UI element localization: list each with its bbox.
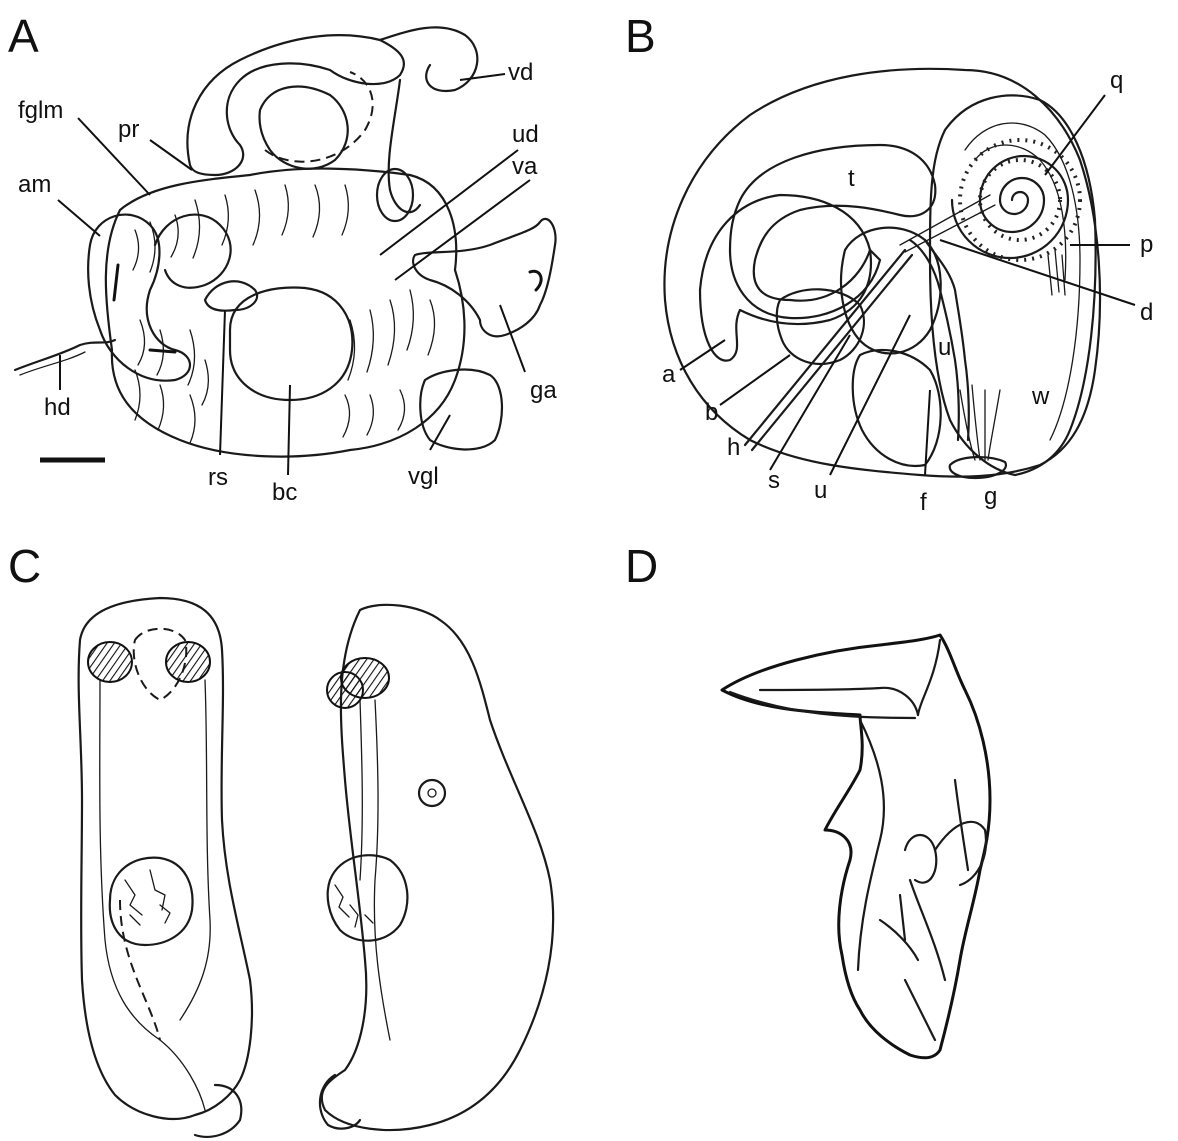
vas-deferens-descending (389, 80, 420, 212)
panel-d: D (625, 540, 990, 1058)
panel-a-labels: vd fglm pr ud va am hd rs bc vgl ga (18, 59, 557, 506)
label-p: p (1140, 231, 1153, 258)
vas-deferens-loop (259, 87, 347, 169)
label-rs: rs (208, 464, 228, 491)
lateral-organ (328, 855, 408, 941)
eye-right (166, 642, 210, 682)
lateral-inner-line-2 (360, 700, 362, 880)
label-g: g (984, 483, 997, 510)
label-bc: bc (272, 479, 297, 506)
panel-b: B (625, 10, 1153, 516)
label-pr: pr (118, 116, 139, 143)
panel-a: A (8, 10, 557, 506)
vas-deferens-bulb (377, 169, 413, 221)
label-q: q (1110, 67, 1123, 94)
hermaphrodite-duct (15, 340, 115, 370)
tube-t (730, 145, 935, 318)
ampulla-mark-2 (150, 350, 175, 352)
label-ud: ud (512, 121, 539, 148)
structure-stroke-1 (880, 920, 918, 960)
specimen-dorsal-dash (120, 900, 160, 1040)
structure-loop (905, 835, 936, 883)
lateral-pore (419, 780, 445, 806)
structure-g (950, 457, 1006, 478)
label-s: s (768, 467, 780, 494)
spiral-q (952, 140, 1080, 260)
panel-letter-d: D (625, 540, 658, 592)
label-vd: vd (508, 59, 533, 86)
specimen-dorsal-inner-right (180, 680, 210, 1020)
structure-stroke-4 (955, 780, 968, 870)
panel-letter-b: B (625, 10, 656, 62)
lateral-inner-line (374, 700, 390, 1040)
vas-deferens-coil (187, 35, 403, 175)
ampulla-mark-1 (114, 265, 118, 300)
dorsal-organ (110, 858, 193, 945)
structure-inner-mid (910, 880, 945, 980)
central-mass (841, 228, 941, 354)
receptaculum-seminis (205, 281, 257, 310)
panel-letter-c: C (8, 540, 41, 592)
label-am: am (18, 171, 51, 198)
penis-outline (930, 95, 1096, 475)
specimen-dorsal-inner-left (100, 680, 205, 1110)
ampulla-coil (155, 215, 231, 288)
label-b: b (705, 399, 718, 426)
bursa-copulatrix (230, 287, 352, 400)
vas-deferens-hidden-part (265, 72, 373, 162)
label-w: w (1031, 383, 1050, 410)
label-hd: hd (44, 394, 71, 421)
structure-stroke-3 (905, 980, 935, 1040)
lateral-pore-center (428, 789, 436, 797)
glandular-striations (133, 185, 435, 443)
atrium-mark (530, 271, 541, 290)
structure-outline (722, 635, 990, 1058)
structure-top-line (760, 688, 918, 715)
label-f: f (920, 489, 927, 516)
tube-h-1 (745, 250, 905, 445)
label-ga: ga (530, 377, 557, 404)
label-a: a (662, 361, 676, 388)
structure-stroke-2 (900, 895, 905, 940)
vas-deferens-distal (380, 27, 477, 91)
panel-letter-a: A (8, 10, 39, 62)
eye-lateral-left (327, 672, 363, 708)
panel-c: C (8, 540, 553, 1137)
streaks-w (960, 385, 1000, 460)
dorsal-tail-hook (195, 1085, 241, 1137)
vaginal-gland (420, 370, 502, 450)
dorsal-organ-detail (125, 870, 170, 925)
label-fglm: fglm (18, 97, 63, 124)
label-d: d (1140, 299, 1153, 326)
structure-upper-lip (730, 692, 915, 718)
ampulla-outline (88, 215, 190, 381)
label-va: va (512, 153, 538, 180)
panel-b-pointers (680, 95, 1135, 475)
body-outline (664, 69, 1100, 477)
prostate-p (1048, 250, 1065, 295)
label-u-upper: u (938, 334, 951, 361)
label-vgl: vgl (408, 463, 439, 490)
duct-d-1 (900, 195, 990, 245)
lateral-organ-detail (335, 885, 373, 927)
structure-ridge (918, 640, 940, 715)
label-u-lower: u (814, 477, 827, 504)
label-t: t (848, 165, 855, 192)
label-h: h (727, 434, 740, 461)
eye-left (88, 642, 132, 682)
